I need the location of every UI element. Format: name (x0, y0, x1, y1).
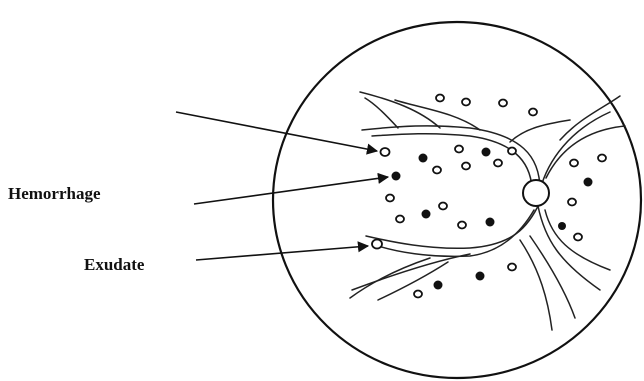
callout-arrows (176, 112, 388, 260)
exudate-spot (439, 203, 447, 210)
blood-vessels (350, 92, 625, 330)
hemorrhage-spot (419, 154, 428, 163)
exudate-spot (455, 146, 463, 153)
arrow-top (176, 112, 377, 151)
retina-outline (273, 22, 641, 378)
exudate-spot (508, 264, 516, 271)
exudate-spot (381, 148, 390, 156)
exudate-spot (433, 167, 441, 174)
hemorrhage-spot (476, 272, 485, 281)
exudate-spot (396, 216, 404, 223)
hemorrhage-spot (584, 178, 593, 187)
hemorrhage-label: Hemorrhage (8, 184, 101, 204)
exudate-spot (414, 291, 422, 298)
exudate-spot (436, 95, 444, 102)
exudate-label: Exudate (84, 255, 144, 275)
exudate-spot (462, 163, 470, 170)
hemorrhage-spot (434, 281, 443, 290)
hemorrhage-spot (392, 172, 401, 181)
exudate-spot (574, 234, 582, 241)
exudate-spot (372, 240, 382, 249)
exudate-spot (568, 199, 576, 206)
hemorrhage-spot (486, 218, 495, 227)
arrow-hemorrhage (194, 177, 388, 204)
exudate-spot (499, 100, 507, 107)
hemorrhage-spot (482, 148, 491, 157)
exudate-spot (462, 99, 470, 106)
exudate-spot (529, 109, 537, 116)
exudate-spot (494, 160, 502, 167)
hemorrhage-spot (422, 210, 431, 219)
exudate-spot (508, 148, 516, 155)
exudate-spot (570, 160, 578, 167)
optic-disc (523, 180, 549, 206)
exudate-spot (386, 195, 394, 202)
exudate-spot (458, 222, 466, 229)
exudate-spot (598, 155, 606, 162)
hemorrhage-spot (558, 222, 566, 230)
hemorrhage-spots (392, 148, 593, 290)
